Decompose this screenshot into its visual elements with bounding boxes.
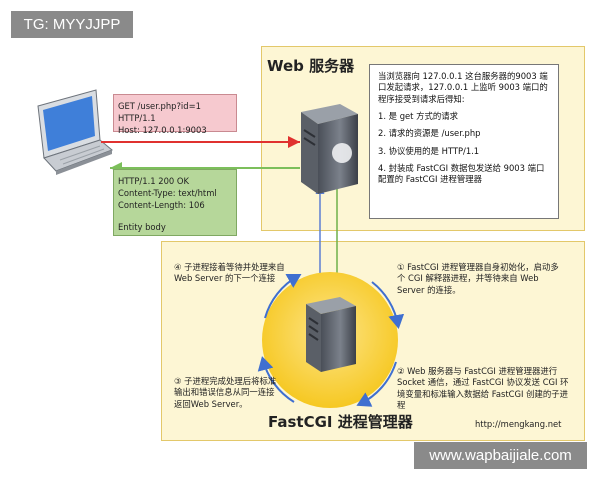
request-line: GET /user.php?id=1 HTTP/1.1 <box>118 101 201 124</box>
cycle-arrow-top-right <box>371 281 405 329</box>
request-host: Host: 127.0.0.1:9003 <box>118 125 207 136</box>
web-server-title: Web 服务器 <box>267 57 355 75</box>
cycle-arrow-top-left <box>264 273 302 319</box>
step-4-text: ④ 子进程接着等待并处理来自 Web Server 的下一个连接 <box>174 262 285 284</box>
watermark-bottom-right: www.wapbaijiale.com <box>414 442 587 469</box>
fastcgi-server-icon <box>306 297 356 372</box>
note-line: 当浏览器向 127.0.0.1 这台服务器的9003 端口发起请求，127.0.… <box>378 71 548 104</box>
step-3-text: ③ 子进程完成处理后将标准输出和错误信息从同一连接返回Web Server。 <box>174 376 277 409</box>
response-entity-body: Entity body <box>118 221 166 232</box>
response-status: HTTP/1.1 200 OK <box>118 176 189 186</box>
note-line: 1. 是 get 方式的请求 <box>378 111 458 122</box>
note-line: 3. 协议使用的是 HTTP/1.1 <box>378 145 480 156</box>
web-server-icon <box>301 104 358 194</box>
fastcgi-title: FastCGI 进程管理器 <box>268 413 413 431</box>
cycle-arrow-bottom-left <box>257 356 295 403</box>
response-content-type: Content-Type: text/html <box>118 188 217 199</box>
cycle-arrow-bottom-right <box>356 361 397 407</box>
http-request-box: GET /user.php?id=1 HTTP/1.1 Host: 127.0.… <box>113 94 237 135</box>
http-response-box: HTTP/1.1 200 OK Content-Type: text/html … <box>113 169 237 236</box>
watermark-top-left: TG: MYYJJPP <box>11 11 133 38</box>
laptop-icon <box>37 89 113 175</box>
step-2-text: ② Web 服务器与 FastCGI 进程管理器进行 Socket 通信，通过 … <box>397 366 569 411</box>
web-server-note: 当浏览器向 127.0.0.1 这台服务器的9003 端口发起请求，127.0.… <box>369 64 559 219</box>
note-line: 4. 封装成 FastCGI 数据包发送给 9003 端口配置的 FastCGI… <box>378 163 545 185</box>
step-1-text: ① FastCGI 进程管理器自身初始化，启动多个 CGI 解释器进程，并等待来… <box>397 262 559 295</box>
response-content-length: Content-Length: 106 <box>118 200 205 211</box>
source-url: http://mengkang.net <box>475 419 562 429</box>
note-line: 2. 请求的资源是 /user.php <box>378 128 481 139</box>
